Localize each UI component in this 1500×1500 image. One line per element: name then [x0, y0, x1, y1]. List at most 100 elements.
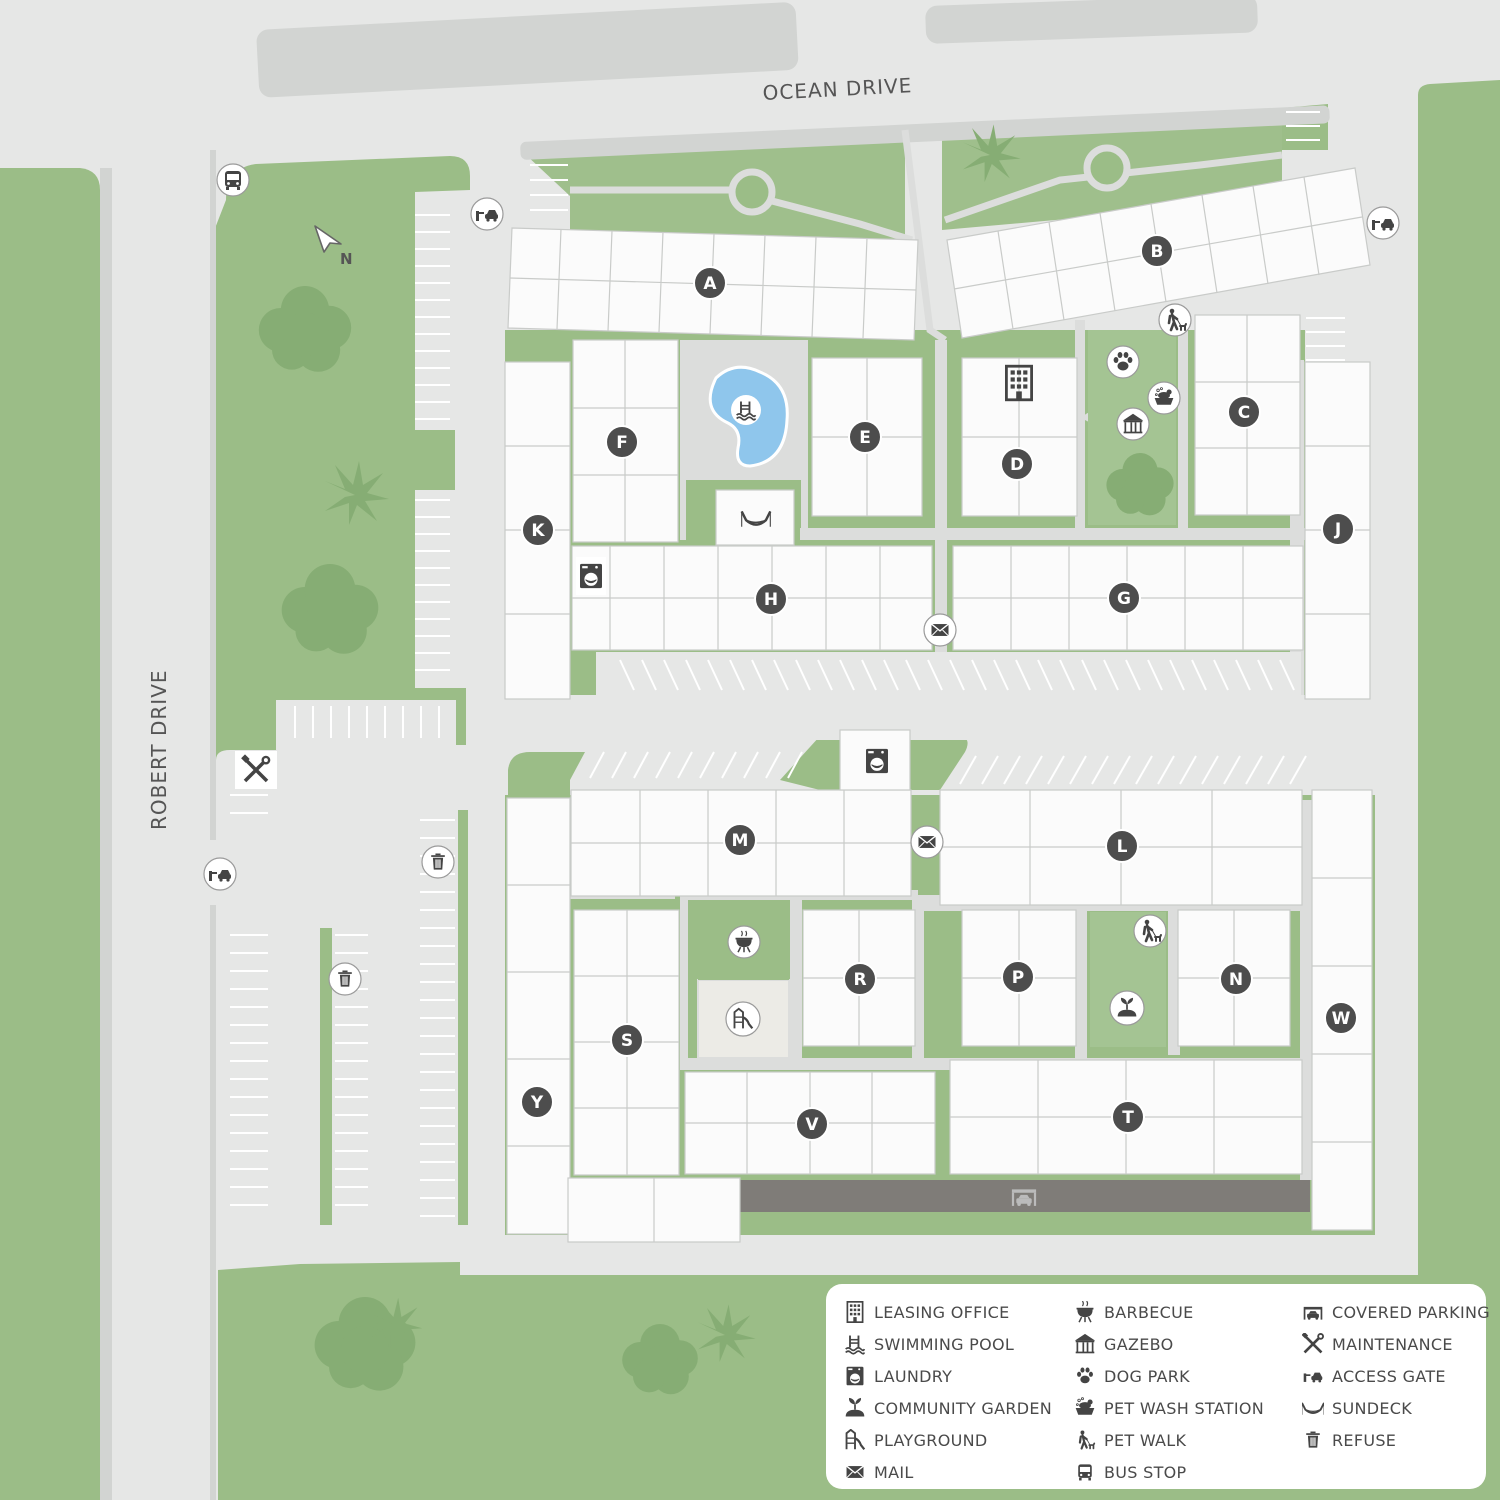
laundry-marker-north[interactable] — [576, 557, 606, 595]
building-label-N[interactable]: N — [1219, 962, 1253, 996]
legend-item: REFUSE — [1302, 1424, 1490, 1456]
access-gate-icon — [1303, 1372, 1323, 1383]
building-label-text: A — [703, 274, 717, 294]
building-label-S[interactable]: S — [610, 1023, 644, 1057]
playground-marker[interactable] — [725, 1001, 761, 1037]
parking-stall-line — [1025, 755, 1043, 785]
building-label-R[interactable]: R — [843, 962, 877, 996]
building-label-K[interactable]: K — [521, 513, 555, 547]
building-label-D[interactable]: D — [1000, 447, 1034, 481]
legend-item: SWIMMING POOL — [844, 1328, 1052, 1360]
buildings — [504, 167, 1373, 1243]
building-D[interactable] — [961, 357, 1078, 517]
building-label-circle — [723, 823, 757, 857]
parking-stall-line — [861, 659, 877, 691]
building-label-circle — [848, 420, 882, 454]
legend-item: DOG PARK — [1074, 1360, 1264, 1392]
parking-stall-line — [1069, 755, 1087, 785]
parking-stall-line — [1125, 659, 1141, 691]
parking-stall-line — [699, 751, 715, 779]
parking-stall-line — [1103, 659, 1119, 691]
building-label-J[interactable]: J — [1321, 512, 1355, 546]
building-H[interactable] — [571, 545, 933, 651]
building-label-circle — [754, 582, 788, 616]
parking-stall-line — [949, 659, 965, 691]
mail-icon — [917, 835, 937, 849]
building-label-M[interactable]: M — [723, 823, 757, 857]
parking-stall-line — [993, 659, 1009, 691]
refuse-marker-east[interactable] — [421, 845, 455, 879]
building-label-circle — [795, 1107, 829, 1141]
building-label-circle — [1105, 829, 1139, 863]
bus-stop-marker[interactable] — [216, 163, 250, 197]
building-label-text: L — [1117, 837, 1128, 857]
building-label-V[interactable]: V — [795, 1107, 829, 1141]
barbecue-marker[interactable] — [727, 925, 761, 959]
building-label-W[interactable]: W — [1324, 1001, 1358, 1035]
legend-item: COVERED PARKING — [1302, 1296, 1490, 1328]
parking-stall-line — [1201, 755, 1219, 785]
pet-walk-marker-south[interactable] — [1133, 914, 1167, 948]
building-Y[interactable] — [506, 797, 571, 1235]
fountains — [728, 144, 1131, 216]
parking-stall-line — [721, 751, 737, 779]
central-drive — [470, 695, 1418, 740]
building-label-circle — [1219, 962, 1253, 996]
building-label-G[interactable]: G — [1107, 581, 1141, 615]
sundeck-icon — [1302, 1401, 1324, 1416]
building-label-A[interactable]: A — [693, 266, 727, 300]
mail-marker-south[interactable] — [910, 825, 944, 859]
building-label-F[interactable]: F — [605, 425, 639, 459]
access-gate-marker-west[interactable] — [203, 857, 237, 891]
legend-label: PET WALK — [1104, 1430, 1187, 1450]
pet-wash-marker[interactable] — [1147, 381, 1181, 415]
parking-stall-line — [641, 659, 657, 691]
paw-icon — [1077, 1367, 1093, 1384]
parking-stall-line — [1059, 659, 1075, 691]
mail-icon — [930, 623, 950, 637]
building-label-H[interactable]: H — [754, 582, 788, 616]
legend-item: MAIL — [844, 1456, 1052, 1488]
parking-stall-line — [927, 659, 943, 691]
mail-marker-north[interactable] — [923, 613, 957, 647]
parking-stall-line — [765, 751, 781, 779]
dog-park-marker[interactable] — [1106, 345, 1140, 379]
parking-stall-line — [633, 751, 649, 779]
maintenance-icon — [1302, 1333, 1324, 1354]
parking-stall-line — [611, 751, 627, 779]
access-gate-marker-east[interactable] — [1366, 206, 1400, 240]
building-label-circle — [1111, 1100, 1145, 1134]
building-label-L[interactable]: L — [1105, 829, 1139, 863]
building-label-P[interactable]: P — [1001, 960, 1035, 994]
building-label-circle — [1001, 960, 1035, 994]
access-gate-marker-north[interactable] — [470, 197, 504, 231]
building-label-text: W — [1332, 1009, 1351, 1029]
legend-item: PET WALK — [1074, 1424, 1264, 1456]
pet-walk-marker-north[interactable] — [1158, 303, 1192, 337]
legend-label: LAUNDRY — [874, 1366, 953, 1386]
building-label-text: K — [531, 521, 545, 541]
parking-stall-line — [655, 751, 671, 779]
pet-wash-icon — [1075, 1397, 1095, 1416]
gazebo-marker[interactable] — [1116, 407, 1150, 441]
building-label-B[interactable]: B — [1140, 234, 1174, 268]
laundry-marker-south[interactable] — [866, 748, 888, 774]
amenity-markers — [203, 163, 1400, 1207]
building-label-T[interactable]: T — [1111, 1100, 1145, 1134]
parking-stall-line — [1147, 659, 1163, 691]
refuse-marker-west[interactable] — [328, 962, 362, 996]
legend-item: MAINTENANCE — [1302, 1328, 1490, 1360]
building-label-text: M — [732, 831, 749, 851]
parking-stall-line — [959, 755, 977, 785]
road-medians — [100, 0, 1330, 1500]
covered-parking-icon — [1303, 1306, 1323, 1320]
community-garden-marker[interactable] — [1109, 990, 1145, 1026]
legend-label: COVERED PARKING — [1332, 1302, 1490, 1322]
building-label-E[interactable]: E — [848, 420, 882, 454]
pool-marker[interactable] — [731, 395, 761, 425]
building-label-C[interactable]: C — [1227, 395, 1261, 429]
building-label-Y[interactable]: Y — [520, 1085, 554, 1119]
maintenance-marker[interactable] — [235, 751, 277, 789]
